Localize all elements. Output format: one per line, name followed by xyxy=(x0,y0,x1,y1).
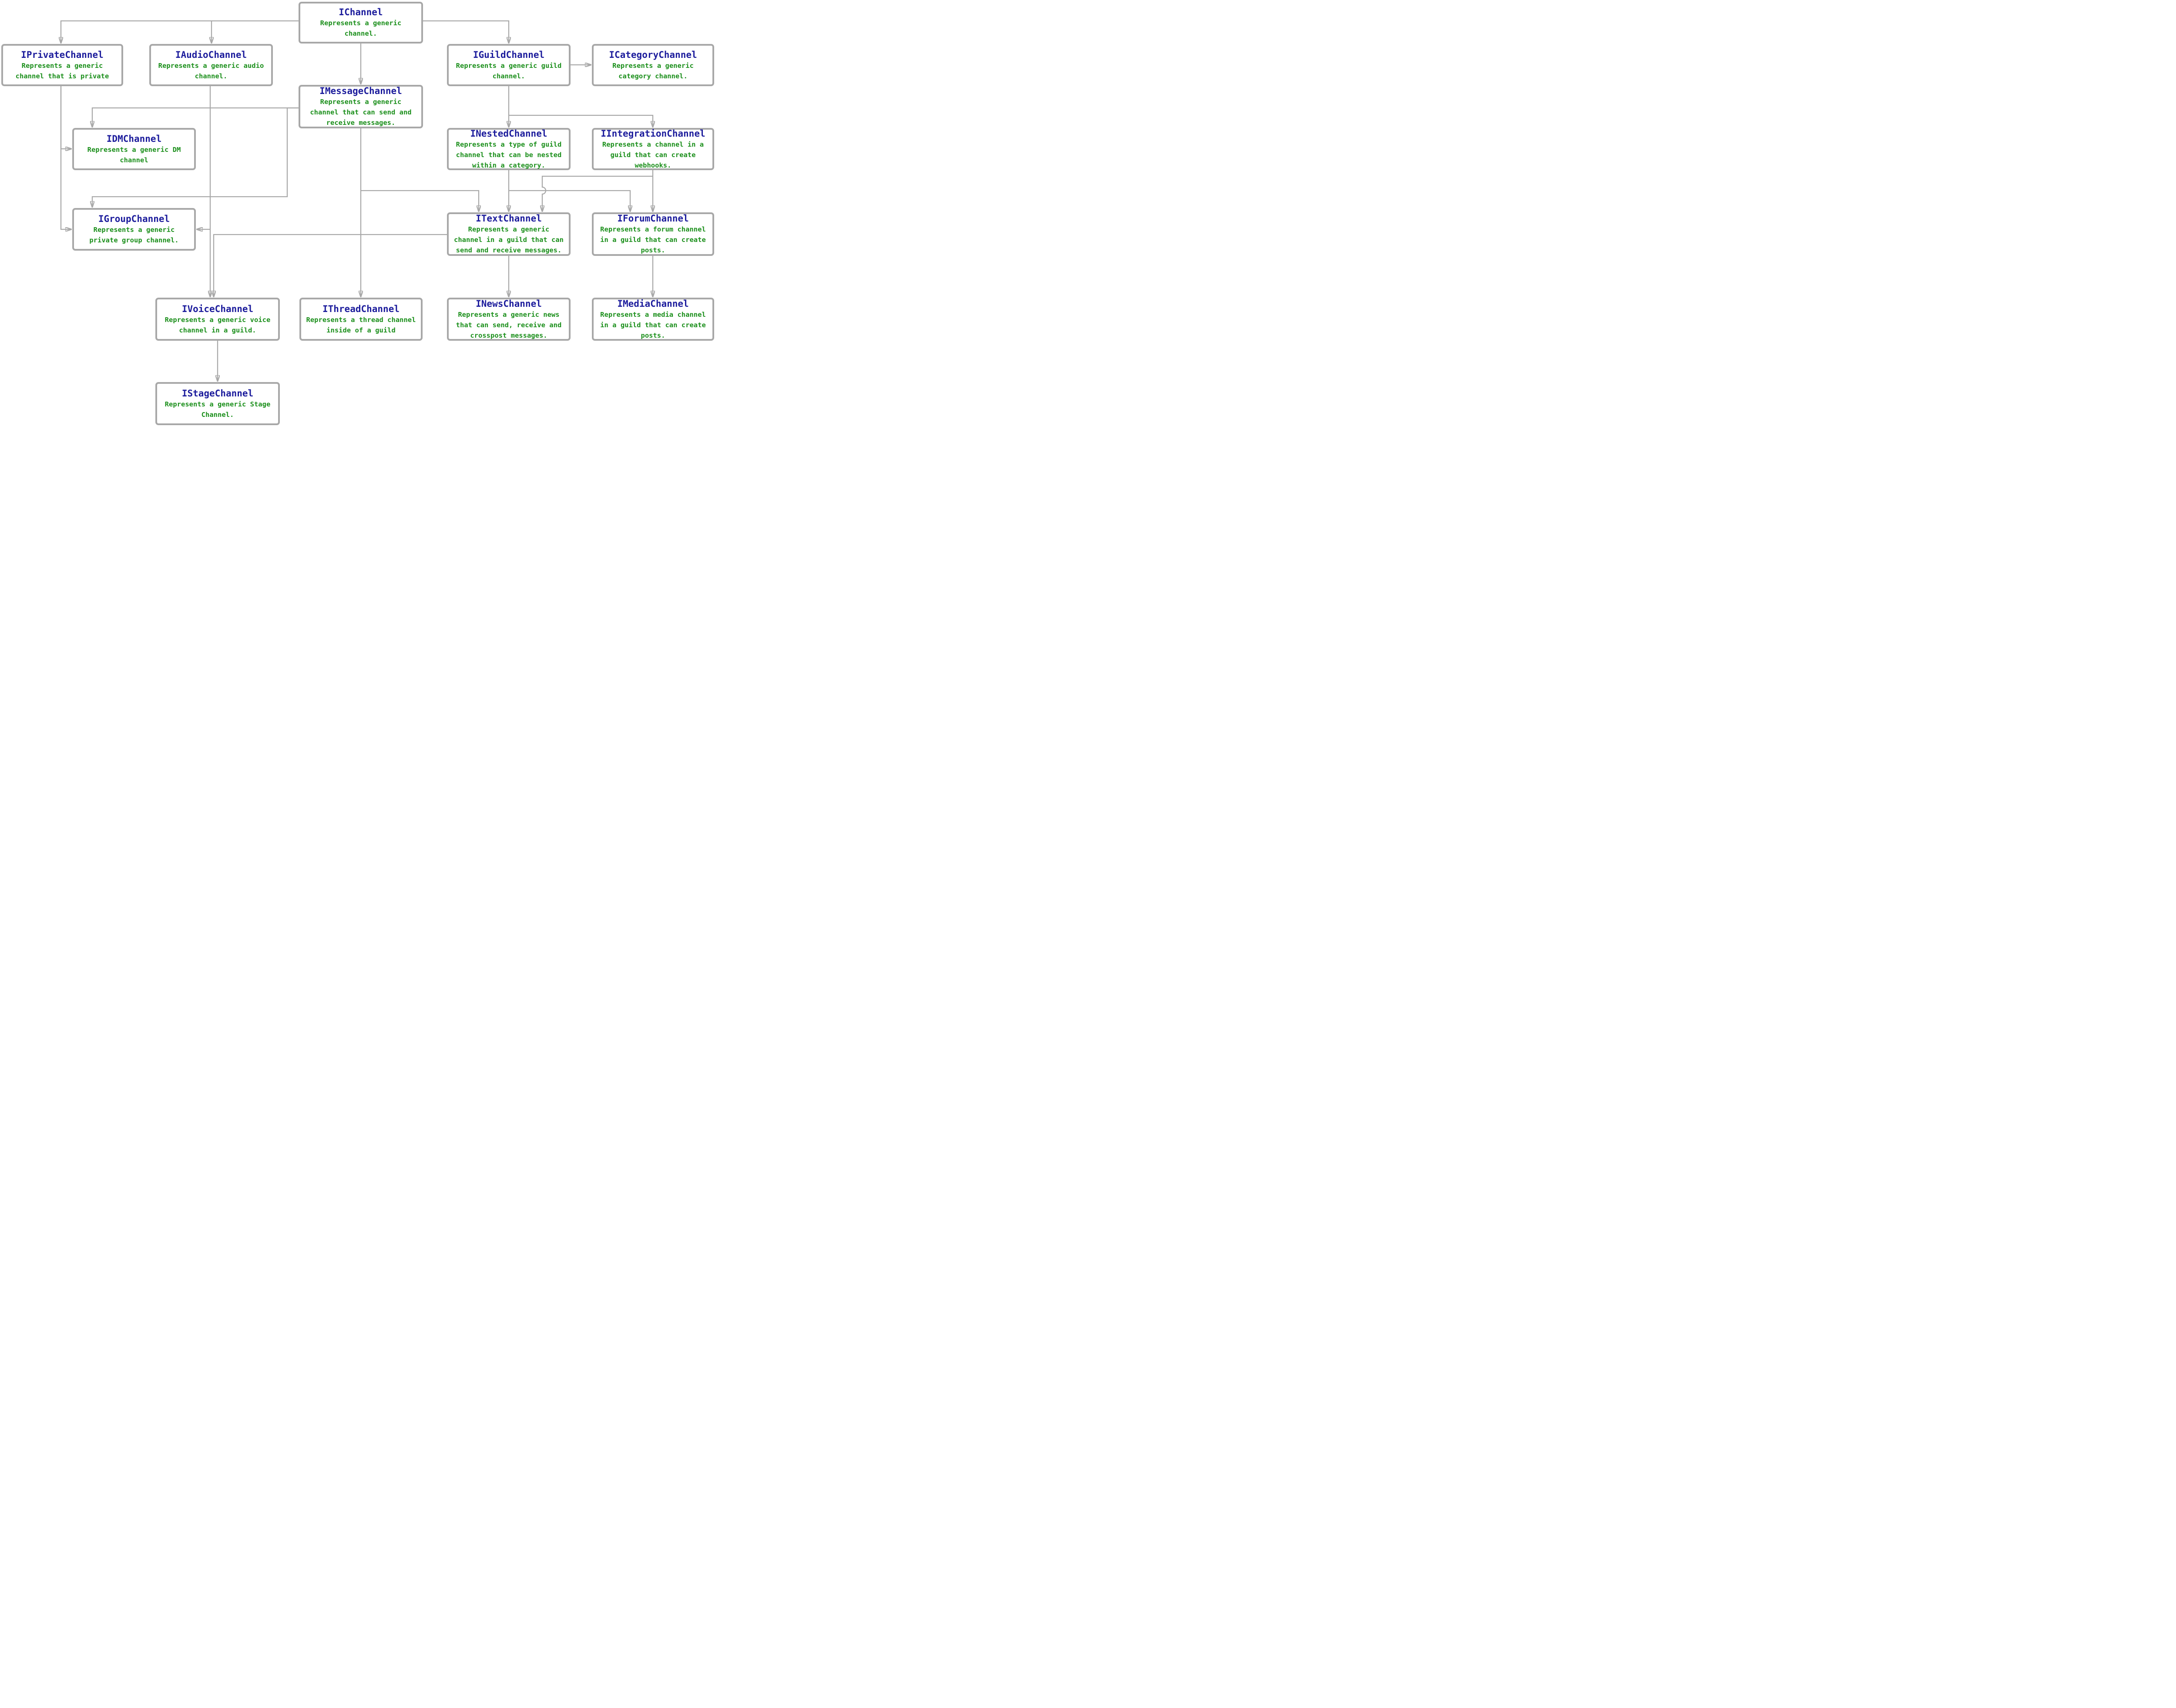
node-imediachannel-description: Represents a media channel in a guild th… xyxy=(600,310,706,339)
node-iforumchannel-description: Represents a forum channel in a guild th… xyxy=(600,225,706,254)
node-iprivatechannel: IPrivateChannel Represents a generic cha… xyxy=(1,44,123,86)
node-iaudiochannel: IAudioChannel Represents a generic audio… xyxy=(149,44,273,86)
node-inestedchannel-description: Represents a type of guild channel that … xyxy=(456,140,562,169)
node-imediachannel: IMediaChannel Represents a media channel… xyxy=(592,298,714,341)
node-itextchannel: ITextChannel Represents a generic channe… xyxy=(447,212,571,256)
node-imessagechannel: IMessageChannel Represents a generic cha… xyxy=(299,85,423,128)
edge-iprivatechannel-to-idmchannel xyxy=(60,86,71,149)
node-itextchannel-description: Represents a generic channel in a guild … xyxy=(454,225,564,254)
node-iguildchannel: IGuildChannel Represents a generic guild… xyxy=(447,44,571,86)
node-ivoicechannel: IVoiceChannel Represents a generic voice… xyxy=(155,298,280,341)
node-ichannel-description: Represents a generic channel. xyxy=(320,19,402,37)
node-iprivatechannel-description: Represents a generic channel that is pri… xyxy=(15,61,109,80)
node-ichannel: IChannel Represents a generic channel. xyxy=(299,2,423,44)
node-idmchannel-description: Represents a generic DM channel xyxy=(87,145,181,164)
node-ithreadchannel-description: Represents a thread channel inside of a … xyxy=(306,315,416,334)
node-iaudiochannel-description: Represents a generic audio channel. xyxy=(158,61,264,80)
node-icategorychannel-title: ICategoryChannel xyxy=(609,49,697,60)
node-iguildchannel-title: IGuildChannel xyxy=(473,49,545,60)
node-ithreadchannel: IThreadChannel Represents a thread chann… xyxy=(299,298,423,341)
node-ithreadchannel-title: IThreadChannel xyxy=(322,303,400,314)
edge-iprivatechannel-to-igroupchannel xyxy=(60,86,71,229)
edge-imessagechannel-to-igroupchannel xyxy=(92,107,299,207)
node-ivoicechannel-title: IVoiceChannel xyxy=(181,303,254,314)
node-iintegrationchannel-description: Represents a channel in a guild that can… xyxy=(602,140,704,169)
node-icategorychannel-description: Represents a generic category channel. xyxy=(612,61,694,80)
node-iintegrationchannel-title: IIntegrationChannel xyxy=(601,128,705,139)
edge-iguildchannel-to-iintegrationchannel xyxy=(509,114,653,127)
node-inewschannel-description: Represents a generic news that can send,… xyxy=(456,310,562,339)
edge-inestedchannel-to-iforumchannel xyxy=(509,190,630,211)
edge-ichannel-to-iguildchannel xyxy=(423,20,509,43)
node-iguildchannel-description: Represents a generic guild channel. xyxy=(456,61,562,80)
edge-ichannel-to-iprivatechannel xyxy=(61,20,299,43)
node-ivoicechannel-description: Represents a generic voice channel in a … xyxy=(165,315,271,334)
edge-itextchannel-to-ivoicechannel xyxy=(214,234,447,297)
node-inewschannel-title: INewsChannel xyxy=(476,298,542,309)
node-inestedchannel: INestedChannel Represents a type of guil… xyxy=(447,128,571,170)
channel-interface-diagram: IChannel Represents a generic channel. I… xyxy=(0,0,717,427)
node-istagechannel: IStageChannel Represents a generic Stage… xyxy=(155,382,280,425)
node-igroupchannel: IGroupChannel Represents a generic priva… xyxy=(72,208,196,251)
node-iforumchannel: IForumChannel Represents a forum channel… xyxy=(592,212,714,256)
node-ichannel-title: IChannel xyxy=(339,7,383,17)
node-istagechannel-title: IStageChannel xyxy=(181,388,254,399)
edges-layer xyxy=(0,20,717,427)
node-inestedchannel-title: INestedChannel xyxy=(470,128,547,139)
edge-imessagechannel-to-itextchannel xyxy=(361,190,479,211)
node-idmchannel-title: IDMChannel xyxy=(106,133,162,144)
node-iforumchannel-title: IForumChannel xyxy=(617,213,689,224)
node-iaudiochannel-title: IAudioChannel xyxy=(175,49,247,60)
node-icategorychannel: ICategoryChannel Represents a generic ca… xyxy=(592,44,714,86)
node-imediachannel-title: IMediaChannel xyxy=(617,298,689,309)
node-istagechannel-description: Represents a generic Stage Channel. xyxy=(165,400,271,419)
node-inewschannel: INewsChannel Represents a generic news t… xyxy=(447,298,571,341)
node-igroupchannel-description: Represents a generic private group chann… xyxy=(89,226,179,244)
node-iprivatechannel-title: IPrivateChannel xyxy=(21,49,104,60)
node-igroupchannel-title: IGroupChannel xyxy=(98,214,170,224)
edge-imessagechannel-to-idmchannel xyxy=(92,107,299,127)
node-imessagechannel-title: IMessageChannel xyxy=(319,86,402,96)
node-idmchannel: IDMChannel Represents a generic DM chann… xyxy=(72,128,196,170)
node-iintegrationchannel: IIntegrationChannel Represents a channel… xyxy=(592,128,714,170)
node-imessagechannel-description: Represents a generic channel that can se… xyxy=(310,98,412,127)
node-itextchannel-title: ITextChannel xyxy=(476,213,542,224)
edge-iintegrationchannel-to-itextchannel xyxy=(542,175,653,211)
